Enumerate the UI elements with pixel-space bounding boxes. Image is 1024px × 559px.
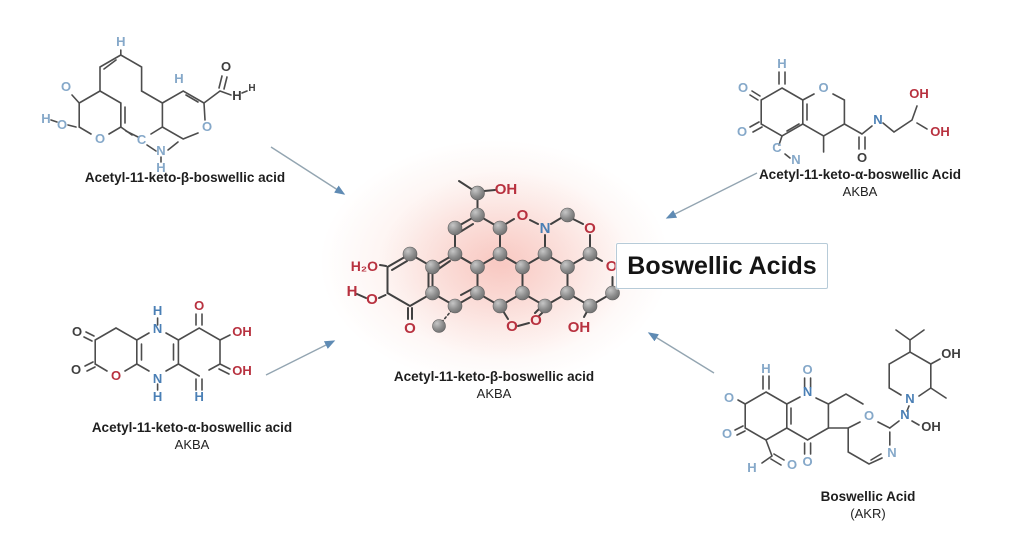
- atom-label-h: H: [195, 389, 204, 404]
- atom-label-o: O: [737, 124, 747, 139]
- title-box-label: Boswellic Acids: [627, 251, 817, 280]
- atom-label-n: N: [540, 220, 551, 237]
- atom-balls: [402, 185, 620, 333]
- atom-label-c: C: [772, 140, 782, 155]
- atom-label-o: O: [366, 291, 378, 308]
- caption-top-right: Acetyl-11-keto-α-boswellic Acid AKBA: [730, 166, 990, 201]
- atom-label-n: N: [156, 143, 165, 158]
- structure-top-right: H O O C N O O N OH OH: [737, 56, 950, 167]
- arrow-top-right: [665, 172, 758, 219]
- atom-label-o: O: [61, 79, 71, 94]
- structure-center: OH O N O OH OH O O O H₂O H O: [347, 180, 628, 337]
- atom-label-oh: OH: [921, 419, 941, 434]
- atom-label-o: O: [72, 324, 82, 339]
- caption-bottom-right: Boswellic Acid (AKR): [738, 488, 998, 523]
- atom-label-oh: OH: [909, 86, 929, 101]
- caption-bottom-right-name: Boswellic Acid: [820, 489, 916, 504]
- bond-lines: [356, 180, 614, 327]
- atom-label-h: H: [153, 389, 162, 404]
- atom-label-h: H: [41, 111, 50, 126]
- atom-label-h: H: [347, 283, 358, 300]
- bond-lines: [749, 71, 928, 159]
- caption-bottom-left-name: Acetyl-11-keto-α-boswellic acid: [91, 420, 293, 435]
- atom-label-h: H: [116, 34, 125, 49]
- arrow-bottom-left: [265, 340, 336, 376]
- atom-label-o: O: [803, 454, 813, 469]
- atom-label-n: N: [873, 112, 882, 127]
- atom-label-o: O: [787, 457, 797, 472]
- caption-bottom-left: Acetyl-11-keto-α-boswellic acid AKBA: [62, 419, 322, 454]
- atom-label-o: O: [506, 318, 518, 335]
- atom-label-n: N: [803, 384, 812, 399]
- atom-label-o: O: [738, 80, 748, 95]
- structure-top-left: O H O O H C N H H O O H H: [41, 34, 255, 175]
- bond-lines: [734, 329, 947, 466]
- atom-label-oh: OH: [568, 319, 591, 336]
- atom-label-n: N: [791, 152, 800, 167]
- atom-label-o: O: [803, 362, 813, 377]
- atom-label-n: N: [153, 371, 162, 386]
- atom-label-o: O: [202, 119, 212, 134]
- atom-label-o: O: [95, 131, 105, 146]
- atom-label-o: O: [724, 390, 734, 405]
- atom-label-h: H: [232, 88, 241, 103]
- atom-label-o: O: [221, 59, 231, 74]
- atom-label-o: O: [864, 408, 874, 423]
- atom-label-h: H: [747, 460, 756, 475]
- atom-label-o: O: [819, 80, 829, 95]
- atom-label-o: O: [857, 150, 867, 165]
- bond-lines: [83, 313, 231, 391]
- caption-top-right-name: Acetyl-11-keto-α-boswellic Acid: [758, 167, 962, 182]
- caption-top-left: Acetyl-11-keto-β-boswellic acid: [84, 170, 286, 185]
- atom-label-h2o: H₂O: [351, 258, 378, 274]
- atom-label-oh: OH: [495, 181, 518, 198]
- atom-label-oh: OH: [232, 363, 252, 378]
- atom-label-c: C: [137, 132, 147, 147]
- atom-label-h: H: [248, 83, 255, 94]
- caption-bottom-right-abbr: (AKR): [850, 506, 886, 522]
- atom-label-o: O: [404, 320, 416, 337]
- caption-center-abbr: AKBA: [476, 386, 512, 402]
- atom-label-n: N: [905, 391, 914, 406]
- atom-label-o: O: [57, 117, 67, 132]
- atom-label-oh: OH: [232, 324, 252, 339]
- atom-label-h: H: [777, 56, 786, 71]
- center-glow-inner: [380, 170, 630, 360]
- caption-center: Acetyl-11-keto-β-boswellic acid AKBA: [364, 368, 624, 403]
- atom-label-oh: OH: [930, 124, 950, 139]
- structure-bottom-left: O O O N H N H O OH OH H: [71, 298, 252, 404]
- title-box: Boswellic Acids: [616, 243, 828, 289]
- atom-label-n: N: [900, 407, 909, 422]
- bond-lines: [50, 49, 248, 163]
- atom-label-h: H: [174, 71, 183, 86]
- caption-bottom-left-abbr: AKBA: [174, 437, 210, 453]
- atom-label-h: H: [156, 160, 165, 175]
- atom-label-n: N: [153, 321, 162, 336]
- structure-bottom-right: O O H N O O O H O N N OH N OH: [722, 329, 961, 475]
- caption-top-right-abbr: AKBA: [842, 184, 878, 200]
- atom-label-o: O: [71, 362, 81, 377]
- atom-label-o: O: [194, 298, 204, 313]
- atom-label-n: N: [887, 445, 896, 460]
- atom-label-o: O: [722, 426, 732, 441]
- atom-label-h: H: [761, 361, 770, 376]
- atom-label-o: O: [517, 207, 529, 224]
- atom-label-h: H: [153, 303, 162, 318]
- atom-label-o: O: [111, 368, 121, 383]
- caption-center-name: Acetyl-11-keto-β-boswellic acid: [393, 369, 595, 384]
- arrow-top-left: [270, 146, 346, 195]
- arrow-bottom-right: [647, 332, 715, 374]
- atom-label-o: O: [530, 312, 542, 329]
- atom-label-oh: OH: [941, 346, 961, 361]
- atom-label-o: O: [584, 220, 596, 237]
- center-glow: [320, 140, 670, 385]
